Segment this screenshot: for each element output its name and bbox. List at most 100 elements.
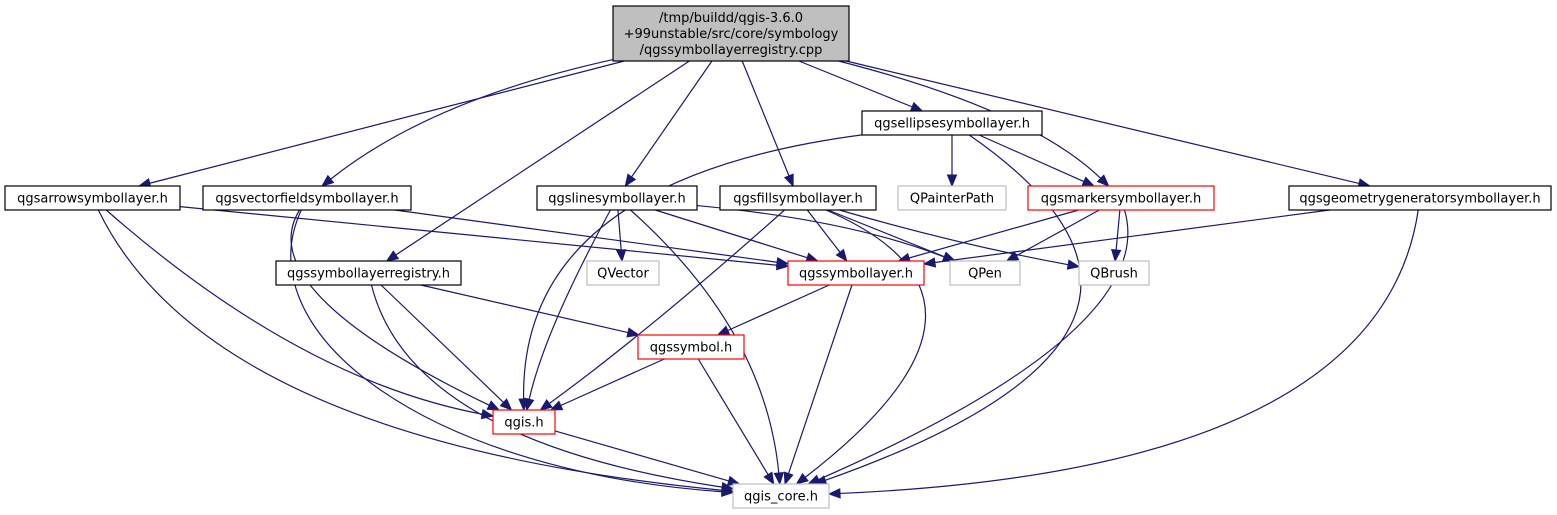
- edge-fill-to-qbrush: [839, 209, 1081, 270]
- edge-root-to-line: [624, 60, 713, 188]
- node-label: qgsfillsymbollayer.h: [733, 192, 862, 207]
- edge-arrowhead: [775, 256, 790, 268]
- edge-line: [839, 209, 1069, 266]
- edge-arrowhead: [1110, 249, 1122, 263]
- node-symbollayer[interactable]: qgssymbollayer.h: [787, 260, 925, 286]
- edge-line: [798, 60, 913, 108]
- node-label: QPainterPath: [910, 192, 994, 207]
- edge-line: [804, 209, 927, 478]
- node-qpen: QPen: [949, 260, 1021, 286]
- edge-line-to-symbollayer: [655, 209, 820, 263]
- edge-registry_h-to-qgis: [380, 284, 513, 411]
- edge-line: [179, 205, 778, 266]
- edge-marker-to-qbrush: [1110, 209, 1122, 263]
- edge-arrowhead: [827, 488, 841, 499]
- node-box: [4, 185, 181, 211]
- node-label: +99unstable/src/core/symbology: [624, 27, 839, 42]
- node-marker[interactable]: qgsmarkersymbollayer.h: [1027, 185, 1215, 211]
- edge-line: [727, 284, 830, 332]
- edge-line: [370, 284, 723, 488]
- edge-line: [655, 209, 808, 259]
- node-box: [202, 185, 412, 211]
- node-label: qgsellipsesymbollayer.h: [874, 117, 1030, 132]
- node-line[interactable]: qgslinesymbollayer.h: [536, 185, 698, 211]
- node-painterpath: QPainterPath: [897, 185, 1007, 211]
- node-label: qgslinesymbollayer.h: [548, 192, 685, 207]
- node-registry_h[interactable]: qgssymbollayerregistry.h: [275, 260, 462, 286]
- edge-line: [617, 209, 622, 251]
- node-label: qgssymbollayerregistry.h: [287, 267, 450, 282]
- node-box: [536, 185, 698, 211]
- edge-root-to-fill: [741, 60, 794, 188]
- node-box: [637, 334, 745, 360]
- edge-ellipse-to-painterpath: [946, 135, 958, 188]
- node-arrow[interactable]: qgsarrowsymbollayer.h: [4, 185, 181, 211]
- edge-arrowhead: [615, 249, 627, 263]
- node-qgis[interactable]: qgis.h: [492, 409, 556, 435]
- node-box: [1027, 185, 1215, 211]
- node-core: qgis_core.h: [732, 483, 830, 509]
- edge-arrowhead: [946, 174, 958, 188]
- node-box: [612, 5, 850, 62]
- node-box: [492, 409, 556, 435]
- edge-line: [1115, 209, 1121, 251]
- edge-vectorfield-to-symbollayer: [394, 209, 790, 268]
- edge-arrowhead: [795, 472, 809, 485]
- edge-line-to-qvector: [615, 209, 627, 263]
- edge-line: [1016, 209, 1100, 257]
- node-label: qgsmarkersymbollayer.h: [1041, 192, 1201, 207]
- edge-line: [697, 358, 769, 475]
- edge-arrowhead: [321, 174, 335, 187]
- edge-arrowhead: [773, 472, 784, 486]
- node-box: [787, 260, 925, 286]
- edge-arrowhead: [539, 398, 553, 411]
- edge-root-to-registry_h: [385, 60, 690, 262]
- edge-line: [394, 209, 778, 263]
- edge-arrowhead: [783, 173, 794, 188]
- node-ellipse[interactable]: qgsellipsesymbollayer.h: [861, 110, 1043, 136]
- node-symbol[interactable]: qgssymbol.h: [637, 334, 745, 360]
- edge-arrowhead: [835, 248, 848, 263]
- edge-line: [741, 60, 790, 177]
- edge-arrowhead: [763, 471, 775, 486]
- edge-line: [806, 209, 841, 253]
- edge-geomgen-to-core: [827, 209, 1419, 499]
- node-box: [861, 110, 1043, 136]
- node-root[interactable]: /tmp/buildd/qgis-3.6.0+99unstable/src/co…: [612, 5, 850, 62]
- node-label: qgis_core.h: [744, 490, 818, 505]
- edge-line: [934, 209, 1330, 264]
- node-label: /qgssymbollayerregistry.cpp: [640, 43, 823, 58]
- node-label: qgis.h: [504, 416, 543, 431]
- edge-arrowhead: [549, 400, 564, 411]
- node-box: [719, 185, 877, 211]
- node-box: [732, 483, 830, 509]
- node-geomgen[interactable]: qgsgeometrygeneratorsymbollayer.h: [1288, 185, 1552, 211]
- edge-marker-to-qpen: [1005, 209, 1100, 262]
- edge-symbollayer-to-core: [783, 284, 853, 486]
- edge-arrowhead: [1005, 250, 1020, 262]
- edge-arrowhead: [499, 398, 513, 411]
- edge-line: [548, 209, 785, 404]
- edge-fill-to-qgis: [539, 209, 785, 411]
- node-vectorfield[interactable]: qgsvectorfieldsymbollayer.h: [202, 185, 412, 211]
- edge-root-to-vectorfield: [321, 58, 614, 187]
- node-box: [1288, 185, 1552, 211]
- edge-line: [149, 60, 625, 184]
- edge-fill-to-core: [795, 209, 927, 485]
- node-box: [949, 260, 1021, 286]
- node-label: QVector: [597, 267, 649, 282]
- edge-arrowhead: [626, 327, 640, 338]
- edge-line: [523, 134, 863, 400]
- edge-symbol-to-qgis: [549, 358, 665, 411]
- node-label: qgsgeometrygeneratorsymbollayer.h: [1299, 192, 1540, 207]
- edge-line: [787, 284, 853, 474]
- node-fill[interactable]: qgsfillsymbollayer.h: [719, 185, 877, 211]
- edge-line: [105, 209, 483, 415]
- edge-arrowhead: [385, 250, 400, 262]
- edge-line: [846, 60, 1360, 185]
- nodes-layer: /tmp/buildd/qgis-3.6.0+99unstable/src/co…: [4, 5, 1552, 509]
- node-qbrush: QBrush: [1078, 260, 1150, 286]
- edge-line: [908, 209, 1079, 259]
